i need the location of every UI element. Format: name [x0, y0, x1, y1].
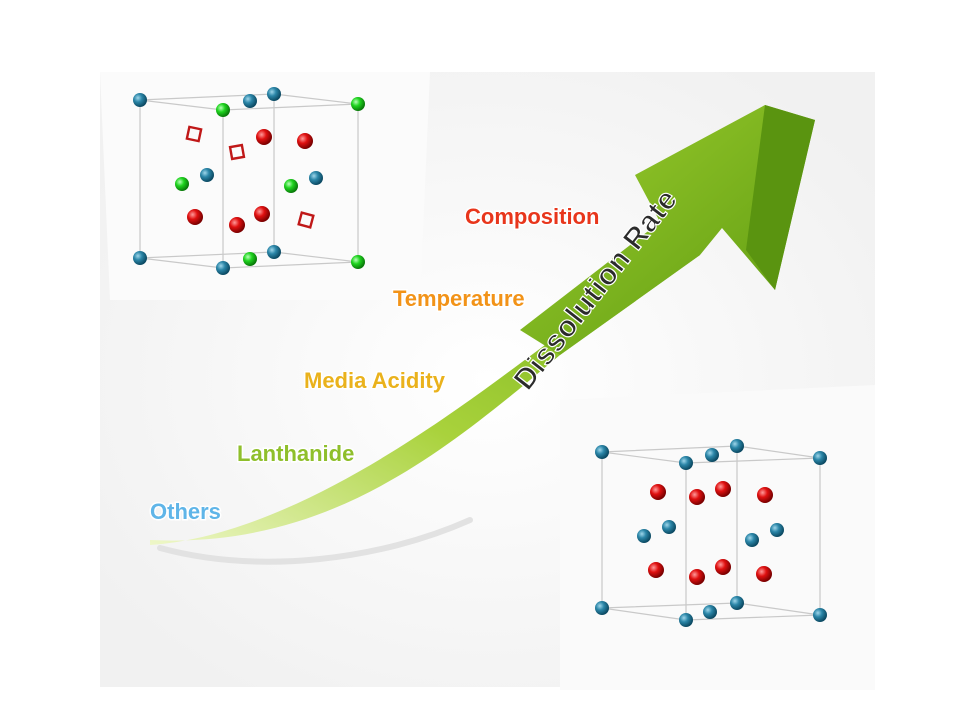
factor-others: Others	[150, 499, 221, 524]
vacancy-icon	[185, 125, 203, 143]
blue-atom	[813, 608, 827, 622]
blue-atom	[730, 596, 744, 610]
green-atom	[216, 103, 230, 117]
vacancy-icon	[228, 143, 246, 161]
factor-media-acidity: Media Acidity	[304, 368, 446, 393]
blue-atom	[309, 171, 323, 185]
blue-atom	[267, 245, 281, 259]
blue-atom	[595, 445, 609, 459]
crystal-structure-with-vacancies	[133, 87, 365, 275]
red-atom	[650, 484, 666, 500]
factor-temperature: Temperature	[393, 286, 525, 311]
blue-atom	[216, 261, 230, 275]
red-atom	[756, 566, 772, 582]
blue-atom	[662, 520, 676, 534]
blue-atom	[200, 168, 214, 182]
green-atom	[175, 177, 189, 191]
red-atom	[254, 206, 270, 222]
crystal-structure-fluorite	[595, 439, 827, 627]
red-atom	[757, 487, 773, 503]
blue-atom	[813, 451, 827, 465]
red-atom	[715, 559, 731, 575]
blue-atom	[243, 94, 257, 108]
blue-atom	[133, 93, 147, 107]
arrow-head-side	[746, 105, 815, 290]
blue-atom	[679, 456, 693, 470]
red-atom	[689, 489, 705, 505]
blue-atom	[679, 613, 693, 627]
atoms	[133, 87, 365, 275]
green-atom	[243, 252, 257, 266]
arrow-shadow	[157, 517, 473, 565]
blue-atom	[705, 448, 719, 462]
atoms	[595, 439, 827, 627]
blue-atom	[703, 605, 717, 619]
red-atom	[715, 481, 731, 497]
top-left-panel	[100, 72, 430, 300]
blue-atom	[745, 533, 759, 547]
red-atom	[229, 217, 245, 233]
red-atom	[297, 133, 313, 149]
blue-atom	[595, 601, 609, 615]
red-atom	[256, 129, 272, 145]
blue-atom	[770, 523, 784, 537]
green-atom	[351, 255, 365, 269]
blue-atom	[637, 529, 651, 543]
factor-labels: Composition Temperature Media Acidity La…	[149, 203, 601, 526]
red-atom	[648, 562, 664, 578]
arrow-head	[520, 105, 815, 355]
factor-lanthanide: Lanthanide	[237, 441, 354, 466]
green-atom	[284, 179, 298, 193]
vacancy-icon	[297, 211, 315, 229]
blue-atom	[730, 439, 744, 453]
red-atom	[187, 209, 203, 225]
blue-atom	[267, 87, 281, 101]
red-atom	[689, 569, 705, 585]
vacancy-markers	[185, 125, 315, 229]
bottom-right-panel	[560, 385, 875, 690]
factor-composition: Composition	[465, 204, 599, 229]
blue-atom	[133, 251, 147, 265]
green-atom	[351, 97, 365, 111]
